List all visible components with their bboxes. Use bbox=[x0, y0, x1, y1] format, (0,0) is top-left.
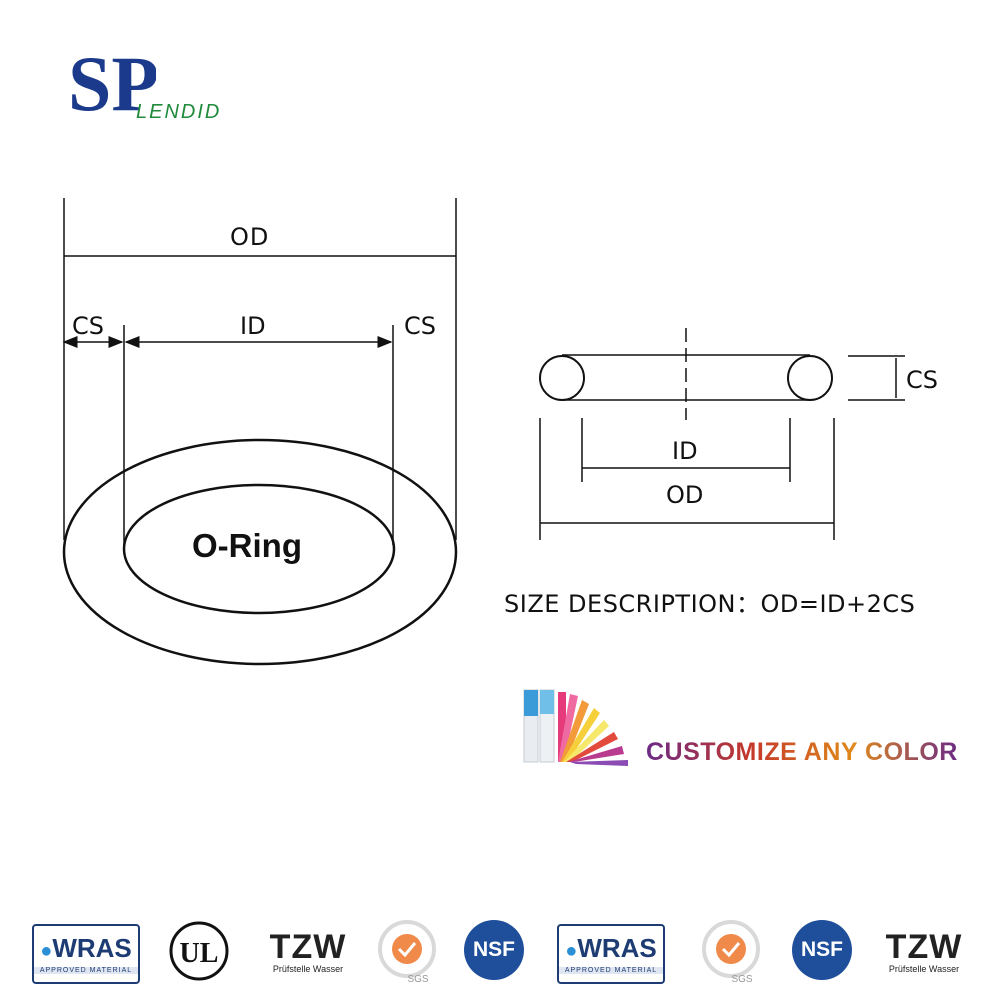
cs-left-label: CS bbox=[72, 312, 104, 340]
od-label: OD bbox=[230, 223, 269, 251]
size-description: SIZE DESCRIPTION：OD=ID+2CS bbox=[504, 590, 916, 618]
water-drop-icon: ● bbox=[40, 939, 53, 962]
tzw-subtitle-2: Prüfstelle Wasser bbox=[888, 964, 960, 974]
section-cs-label: CS bbox=[906, 366, 938, 394]
tzw-badge: TZW Prüfstelle Wasser bbox=[258, 922, 358, 982]
section-od-label: OD bbox=[666, 481, 703, 509]
tzw-subtitle: Prüfstelle Wasser bbox=[272, 964, 344, 974]
tzw-label: TZW bbox=[269, 928, 347, 966]
logo-sp-mark: SP bbox=[68, 40, 156, 125]
tzw-badge-2: TZW Prüfstelle Wasser bbox=[874, 922, 974, 982]
oring-center-label: O-Ring bbox=[192, 527, 302, 564]
nsf-label-2: NSF bbox=[801, 938, 843, 961]
color-fan-icon bbox=[523, 689, 628, 766]
logo-letters: SP bbox=[68, 40, 156, 125]
water-drop-icon: ● bbox=[565, 939, 578, 962]
ul-label: UL bbox=[180, 938, 219, 969]
wras-label: WRAS bbox=[52, 932, 132, 963]
logo-wordmark: LENDID bbox=[136, 101, 222, 123]
wras-main-text-2: ●WRAS bbox=[565, 935, 657, 964]
sgs-badge-2: SGS bbox=[702, 920, 760, 985]
cross-section-left bbox=[539, 355, 585, 401]
wras-subtitle: APPROVED MATERIAL bbox=[34, 966, 138, 974]
ul-badge: UL bbox=[169, 921, 229, 981]
sgs-badge: SGS bbox=[378, 920, 436, 985]
cs-right-label: CS bbox=[404, 312, 436, 340]
wras-label-2: WRAS bbox=[577, 932, 657, 963]
sgs-label: SGS bbox=[407, 974, 428, 985]
oring-inner-edge bbox=[122, 483, 396, 615]
wras-badge-2: ●WRAS APPROVED MATERIAL bbox=[557, 924, 665, 984]
tzw-label-2: TZW bbox=[885, 928, 963, 966]
customize-color-text: CUSTOMIZE ANY COLOR bbox=[646, 738, 958, 766]
cross-section-right bbox=[787, 355, 833, 401]
wras-main-text: ●WRAS bbox=[40, 935, 132, 964]
nsf-badge: NSF bbox=[464, 920, 524, 980]
section-id-label: ID bbox=[672, 437, 698, 465]
nsf-badge-2: NSF bbox=[792, 920, 852, 980]
oring-outer-edge bbox=[62, 438, 458, 666]
wras-subtitle-2: APPROVED MATERIAL bbox=[559, 966, 663, 974]
nsf-label: NSF bbox=[473, 938, 515, 961]
wras-badge: ●WRAS APPROVED MATERIAL bbox=[32, 924, 140, 984]
id-label: ID bbox=[240, 312, 266, 340]
sgs-label-2: SGS bbox=[731, 974, 752, 985]
